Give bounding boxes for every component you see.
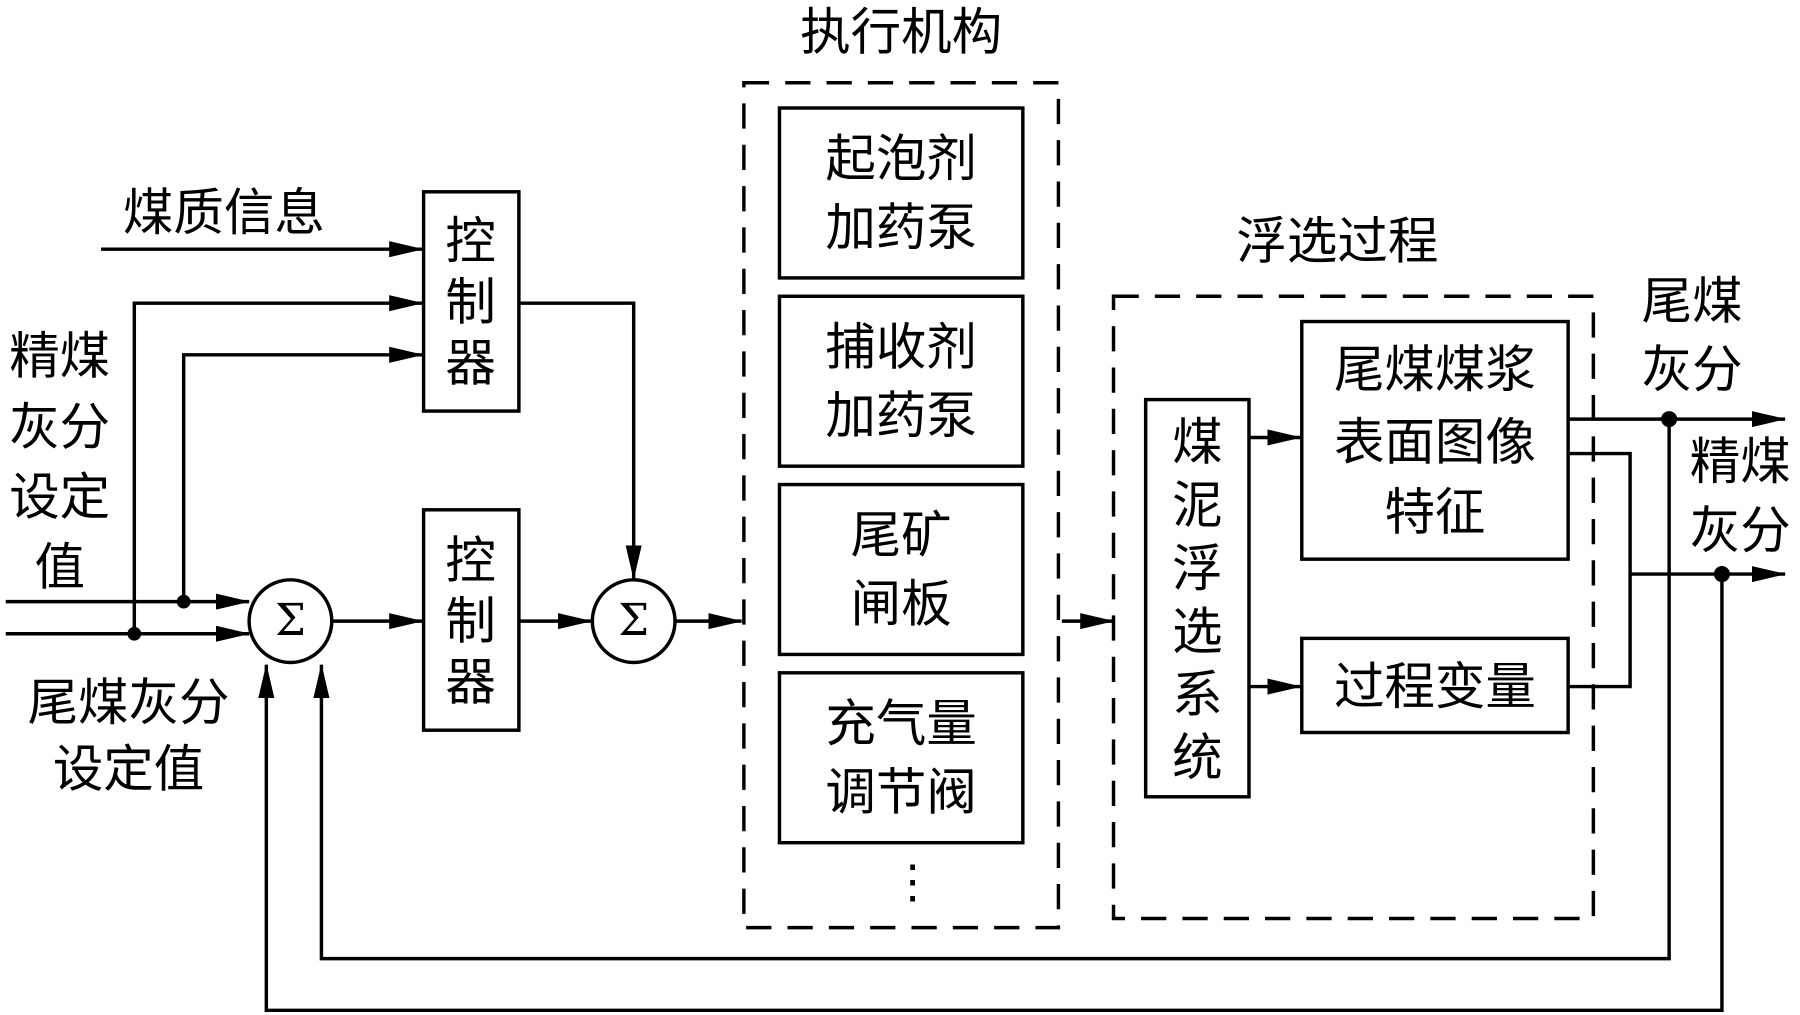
svg-text:统: 统 [1172,728,1223,787]
clean-ash-label-2: 灰分 [1690,501,1791,560]
svg-text:器: 器 [445,652,496,711]
lower-controller-block: 控 制 器 [421,508,521,732]
svg-text:制: 制 [445,592,496,651]
svg-text:加药泵: 加药泵 [825,386,977,445]
svg-text:充气量: 充气量 [825,694,977,753]
svg-text:Σ: Σ [275,596,306,646]
more-ellipsis: ⋮ [890,855,936,909]
actuator-group-title: 执行机构 [800,3,1002,62]
svg-text:系: 系 [1172,665,1223,724]
svg-text:器: 器 [445,333,496,392]
actuator-block-tailings-gate: 尾矿 闸板 [777,482,1025,657]
svg-text:起泡剂: 起泡剂 [825,129,977,188]
svg-text:尾矿: 尾矿 [851,506,952,565]
svg-text:Σ: Σ [618,596,649,646]
svg-text:煤: 煤 [1172,413,1223,472]
clean-setpoint-label-1: 精煤 [9,326,110,385]
svg-text:制: 制 [445,273,496,332]
actuator-block-frother: 起泡剂 加药泵 [777,106,1025,280]
flotation-system-block: 煤 泥 浮 选 系 统 [1143,397,1251,799]
summing-junction-1: Σ [247,578,334,665]
svg-text:浮: 浮 [1172,539,1223,598]
svg-text:尾煤煤浆: 尾煤煤浆 [1334,340,1536,399]
upper-controller-block: 控 制 器 [421,190,521,413]
svg-text:泥: 泥 [1172,476,1223,535]
image-features-block: 尾煤煤浆 表面图像 特征 [1300,319,1570,561]
clean-setpoint-label-3: 设定 [9,468,110,527]
tail-ash-label-2: 灰分 [1642,340,1743,399]
svg-text:调节阀: 调节阀 [825,763,977,822]
actuator-block-collector: 捕收剂 加药泵 [777,294,1025,468]
clean-setpoint-label-2: 灰分 [9,398,110,457]
clean-ash-label-1: 精煤 [1690,432,1791,491]
process-group-border [1111,294,1596,921]
svg-text:控: 控 [445,531,496,590]
process-group-title: 浮选过程 [1236,212,1438,271]
svg-text:捕收剂: 捕收剂 [825,317,977,376]
actuator-block-aeration-valve: 充气量 调节阀 [777,671,1025,845]
process-variables-block: 过程变量 [1300,636,1570,735]
svg-text:控: 控 [445,212,496,271]
svg-text:表面图像: 表面图像 [1334,413,1536,472]
clean-setpoint-label-4: 值 [34,538,85,597]
svg-text:过程变量: 过程变量 [1334,657,1536,716]
tail-ash-label-1: 尾煤 [1642,271,1743,330]
tail-setpoint-label-1: 尾煤灰分 [28,673,230,732]
svg-text:闸板: 闸板 [851,574,952,633]
signal-lines [5,241,1787,1013]
svg-text:加药泵: 加药泵 [825,198,977,257]
svg-text:特征: 特征 [1384,483,1485,542]
coal-info-label: 煤质信息 [123,183,325,242]
junction-dots [127,411,1730,641]
summing-junction-2: Σ [590,578,677,665]
svg-text:选: 选 [1172,602,1223,661]
tail-setpoint-label-2: 设定值 [53,740,204,799]
